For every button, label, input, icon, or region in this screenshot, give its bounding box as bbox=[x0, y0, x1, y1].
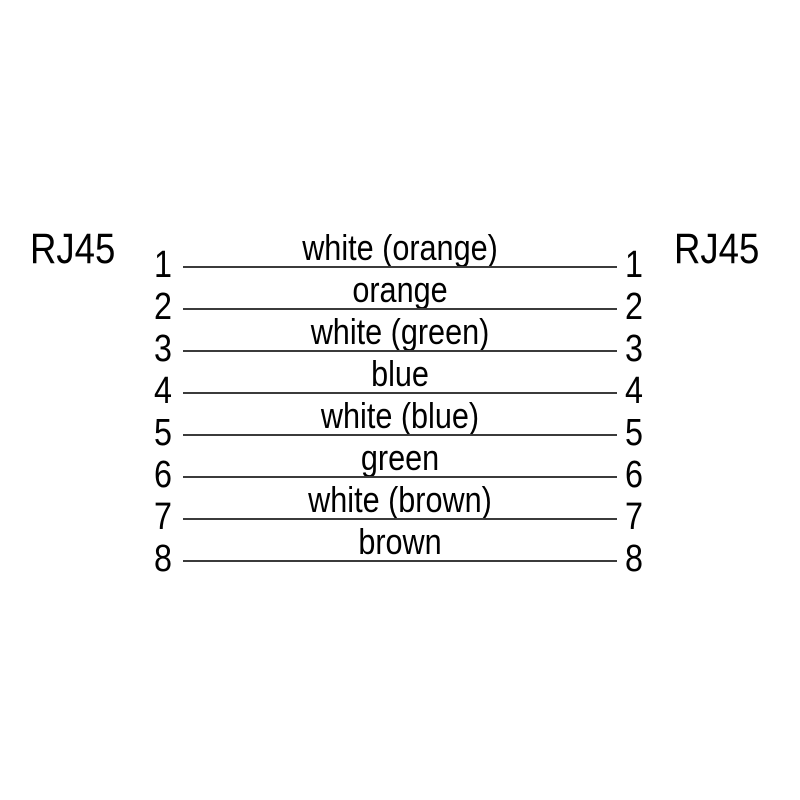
right-pin-number: 2 bbox=[625, 286, 643, 328]
left-connector-label: RJ45 bbox=[30, 225, 116, 273]
left-pin-number: 2 bbox=[154, 286, 172, 328]
left-pin-number: 8 bbox=[154, 538, 172, 580]
right-pin-number: 1 bbox=[625, 244, 643, 286]
wire-color-label: orange bbox=[352, 269, 448, 310]
right-pin-number: 7 bbox=[625, 496, 643, 538]
left-pin-number: 1 bbox=[154, 244, 172, 286]
right-pin-number: 3 bbox=[625, 328, 643, 370]
wire-color-label: white (green) bbox=[310, 311, 490, 352]
wire-color-label: blue bbox=[371, 353, 429, 394]
right-pin-number: 8 bbox=[625, 538, 643, 580]
wire-color-label: white (blue) bbox=[320, 395, 480, 436]
left-pin-number: 7 bbox=[154, 496, 172, 538]
wire-line bbox=[183, 350, 617, 352]
left-pin-number: 6 bbox=[154, 454, 172, 496]
left-pin-number: 5 bbox=[154, 412, 172, 454]
wire-line bbox=[183, 560, 617, 562]
right-pin-number: 5 bbox=[625, 412, 643, 454]
left-pin-number: 3 bbox=[154, 328, 172, 370]
wire-line bbox=[183, 392, 617, 394]
wire-line bbox=[183, 476, 617, 478]
right-pin-number: 4 bbox=[625, 370, 643, 412]
wire-line bbox=[183, 266, 617, 268]
wire-line bbox=[183, 434, 617, 436]
left-pin-number: 4 bbox=[154, 370, 172, 412]
wire-color-label: green bbox=[360, 437, 440, 478]
right-pin-number: 6 bbox=[625, 454, 643, 496]
wire-color-label: brown bbox=[358, 521, 442, 562]
wire-color-label: white (orange) bbox=[302, 227, 498, 268]
wire-line bbox=[183, 308, 617, 310]
right-connector-label: RJ45 bbox=[674, 225, 760, 273]
wire-color-label: white (brown) bbox=[308, 479, 492, 520]
wire-line bbox=[183, 518, 617, 520]
